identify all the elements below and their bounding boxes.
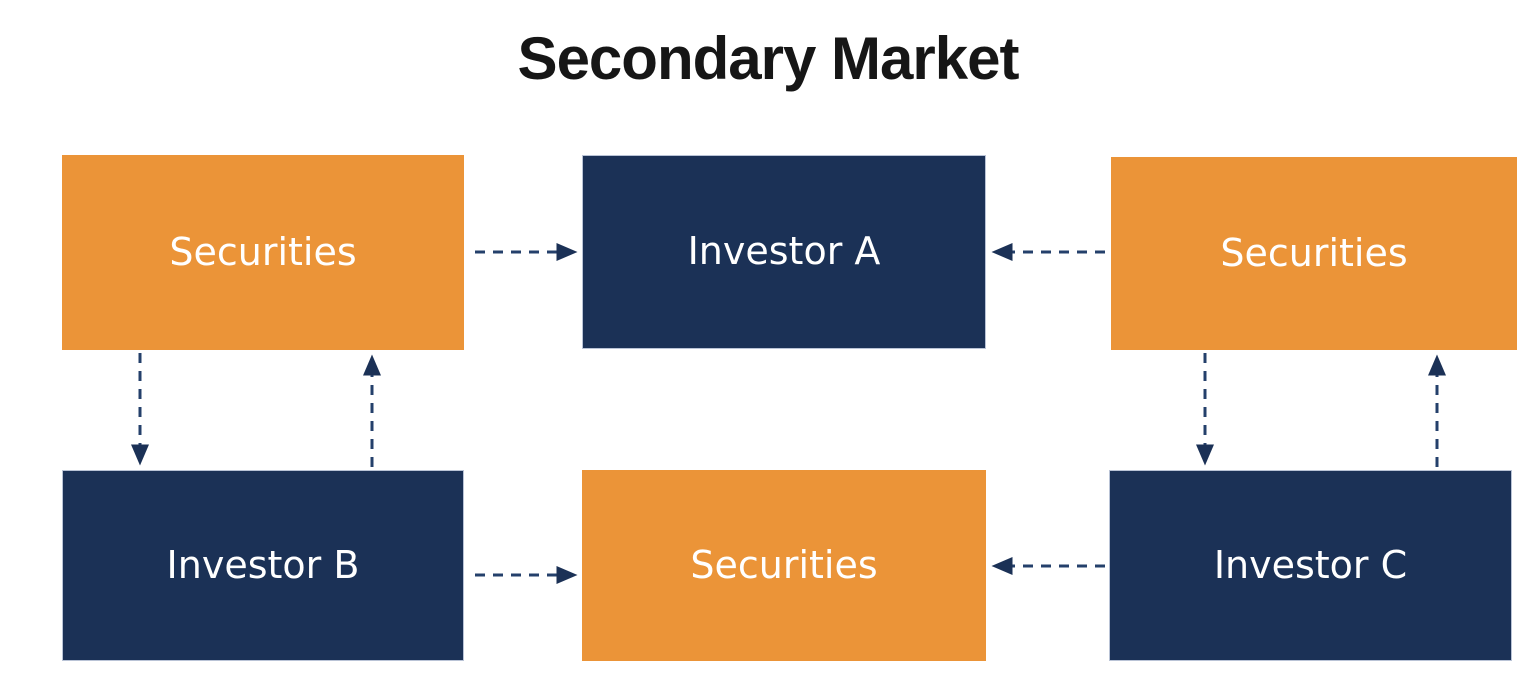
diagram-title: Secondary Market (517, 25, 1020, 92)
node-investor-c: Investor C (1109, 470, 1512, 661)
node-label: Securities (1220, 230, 1408, 275)
node-label: Investor C (1213, 542, 1408, 587)
node-label: Investor A (687, 229, 881, 274)
node-label: Securities (690, 542, 878, 587)
node-securities-top-right: Securities (1111, 157, 1517, 350)
node-label: Investor B (166, 542, 360, 587)
node-label: Securities (169, 229, 357, 274)
node-investor-a: Investor A (582, 155, 986, 349)
node-securities-top-left: Securities (62, 155, 464, 350)
node-securities-bottom-center: Securities (582, 470, 986, 661)
node-investor-b: Investor B (62, 470, 464, 661)
